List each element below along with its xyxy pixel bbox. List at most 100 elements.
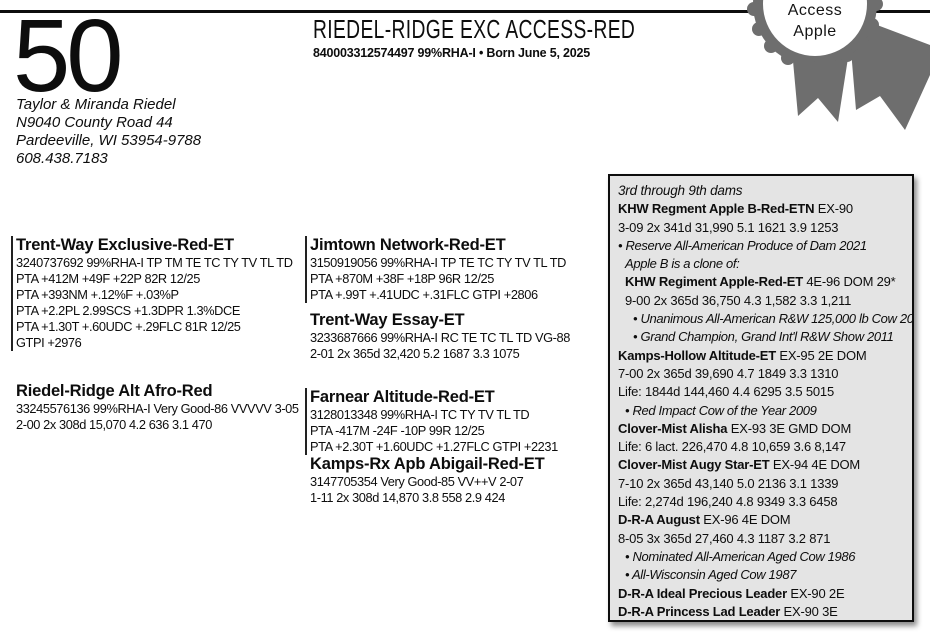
pedigree-data-line: 3147705354 Very Good-85 VV++V 2-07 xyxy=(310,474,524,489)
dam-detail-text: Life: 1844d 144,460 4.4 6295 3.5 5015 xyxy=(618,384,834,400)
pedigree-data-line: PTA +870M +38F +18P 96R 12/25 xyxy=(310,271,494,286)
consignor-name: Taylor & Miranda Riedel xyxy=(16,96,176,113)
dam-detail-text: 7-10 2x 365d 43,140 5.0 2136 3.1 1339 xyxy=(618,475,839,491)
bullet-marker: • xyxy=(625,548,633,564)
dam-detail-text: Grand Champion, Grand Int'l R&W Show 201… xyxy=(640,329,894,345)
dam-name: KHW Regiment Apple-Red-ET xyxy=(625,274,803,290)
pedigree-animal-name: Trent-Way Essay-ET xyxy=(310,311,465,329)
dam-detail-text: Red Impact Cow of the Year 2009 xyxy=(632,402,817,418)
pedigree-data-line: PTA -417M -24F -10P 99R 12/25 xyxy=(310,423,485,438)
dam-name: D-R-A Princess Lad Leader xyxy=(618,603,781,619)
dam-detail-text: Life: 6 lact. 226,470 4.8 10,659 3.6 8,1… xyxy=(618,439,846,455)
dam-detail-text: EX-90 3E xyxy=(780,603,838,619)
dam-history-line: Clover-Mist Alisha EX-93 3E GMD DOM xyxy=(618,420,908,438)
award-ribbon-icon: Access Apple xyxy=(747,0,930,130)
ribbon-text-line1: Access xyxy=(788,2,843,19)
dam-detail-text: Apple B is a clone of: xyxy=(625,256,740,272)
dam-detail-text: Unanimous All-American R&W 125,000 lb Co… xyxy=(640,311,914,327)
dam-history-line: • All-Wisconsin Aged Cow 1987 xyxy=(618,566,908,584)
dam-history-heading: 3rd through 9th dams xyxy=(618,183,743,198)
bullet-marker: • xyxy=(625,402,633,418)
pedigree-data-line: PTA +.99T +.41UDC +.31FLC GTPI +2806 xyxy=(310,287,538,302)
pedigree-data-line: 3233687666 99%RHA-I RC TE TC TL TD VG-88 xyxy=(310,330,570,345)
dam-detail-text: EX-94 4E DOM xyxy=(769,457,861,473)
dam-detail-text: 3-09 2x 341d 31,990 5.1 1621 3.9 1253 xyxy=(618,219,839,235)
dam-name: Kamps-Hollow Altitude-ET xyxy=(618,347,776,363)
bullet-marker: • xyxy=(633,311,641,327)
ribbon-text-line2: Apple xyxy=(793,23,836,40)
pedigree-data-line: PTA +393NM +.12%F +.03%P xyxy=(16,287,179,302)
title-block: RIEDEL-RIDGE EXC ACCESS-RED 840003312574… xyxy=(313,14,813,61)
dam-history-line: • Unanimous All-American R&W 125,000 lb … xyxy=(618,310,912,328)
dam-history-line: Kamps-Hollow Altitude-ET EX-95 2E DOM xyxy=(618,347,908,365)
dam-history-line: D-R-A Princess Lad Leader EX-90 3E xyxy=(618,603,908,620)
dam-detail-text: EX-95 2E DOM xyxy=(775,347,867,363)
dam-detail-text: EX-93 3E GMD DOM xyxy=(727,420,852,436)
dam-detail-text: All-Wisconsin Aged Cow 1987 xyxy=(631,567,797,583)
dam-detail-text: 9-00 2x 365d 36,750 4.3 1,582 3.3 1,211 xyxy=(625,292,852,308)
dam-name: D-R-A Ideal Precious Leader xyxy=(618,585,787,601)
rosette-center xyxy=(763,0,867,56)
dam-history-line: Life: 2,274d 196,240 4.8 9349 3.3 6458 xyxy=(618,493,908,511)
dam-name: Clover-Mist Alisha xyxy=(618,420,728,436)
dam-history-box: 3rd through 9th dams KHW Regment Apple B… xyxy=(608,174,914,622)
dam-history-line: KHW Regment Apple B-Red-ETN EX-90 xyxy=(618,200,908,218)
dam-history-line: 7-00 2x 365d 39,690 4.7 1849 3.3 1310 xyxy=(618,365,908,383)
consignor-address-line1: N9040 County Road 44 xyxy=(16,114,173,131)
top-rule xyxy=(0,10,930,13)
page-title: RIEDEL-RIDGE EXC ACCESS-RED xyxy=(313,14,636,44)
dam-history-line: 3-09 2x 341d 31,990 5.1 1621 3.9 1253 xyxy=(618,219,908,237)
dam-history-line: D-R-A Ideal Precious Leader EX-90 2E xyxy=(618,585,908,603)
pedigree-data-line: 2-00 2x 308d 15,070 4.2 636 3.1 470 xyxy=(16,417,212,432)
dam-detail-text: EX-96 4E DOM xyxy=(699,512,791,528)
dam-detail-text: Reserve All-American Produce of Dam 2021 xyxy=(625,237,867,253)
dam-detail-text: Life: 2,274d 196,240 4.8 9349 3.3 6458 xyxy=(618,494,838,510)
dam-history-line: Apple B is a clone of: xyxy=(618,255,908,273)
consignor-address-line2: Pardeeville, WI 53954-9788 xyxy=(16,132,202,149)
dam-history-line: 9-00 2x 365d 36,750 4.3 1,582 3.3 1,211 xyxy=(618,292,908,310)
dam-history-line: • Grand Champion, Grand Int'l R&W Show 2… xyxy=(618,328,908,346)
pedigree-data-line: 2-01 2x 365d 32,420 5.2 1687 3.3 1075 xyxy=(310,346,520,361)
dam-name: Clover-Mist Augy Star-ET xyxy=(618,457,770,473)
dam-history-line: KHW Regiment Apple-Red-ET 4E-96 DOM 29* xyxy=(618,273,908,291)
dam-history-line: • Red Impact Cow of the Year 2009 xyxy=(618,402,908,420)
pedigree-data-line: PTA +1.30T +.60UDC +.29FLC 81R 12/25 xyxy=(16,319,241,334)
pedigree-animal-name: Riedel-Ridge Alt Afro-Red xyxy=(16,382,213,400)
dam-history-line: D-R-A August EX-96 4E DOM xyxy=(618,511,908,529)
dam-detail-text: EX-90 xyxy=(814,201,853,217)
dam-detail-text: 4E-96 DOM 29* xyxy=(802,274,896,290)
pedigree-data-line: GTPI +2976 xyxy=(16,335,82,350)
dam-history-line: Life: 1844d 144,460 4.4 6295 3.5 5015 xyxy=(618,383,908,401)
dam-history-line: Life: 6 lact. 226,470 4.8 10,659 3.6 8,1… xyxy=(618,438,908,456)
pedigree-data-line: 3150919056 99%RHA-I TP TE TC TY TV TL TD xyxy=(310,255,566,270)
pedigree-animal-name: Trent-Way Exclusive-Red-ET xyxy=(16,236,234,254)
pedigree-animal-name: Jimtown Network-Red-ET xyxy=(310,236,506,254)
dam-history-line: 8-05 3x 365d 27,460 4.3 1187 3.2 871 xyxy=(618,530,908,548)
consignor-phone: 608.438.7183 xyxy=(16,150,108,167)
dam-history-line: Clover-Mist Augy Star-ET EX-94 4E DOM xyxy=(618,456,908,474)
pedigree-animal-name: Kamps-Rx Apb Abigail-Red-ET xyxy=(310,455,545,473)
pedigree-data-line: PTA +2.2PL 2.99SCS +1.3DPR 1.3%DCE xyxy=(16,303,240,318)
dam-history-line: 7-10 2x 365d 43,140 5.0 2136 3.1 1339 xyxy=(618,475,908,493)
pedigree-data-line: PTA +412M +49F +22P 82R 12/25 xyxy=(16,271,200,286)
lot-number: 50 xyxy=(13,0,124,113)
animal-details: 840003312574497 99%RHA-I • Born June 5, … xyxy=(313,46,590,60)
dam-name: KHW Regment Apple B-Red-ETN xyxy=(618,201,815,217)
dam-detail-text: Nominated All-American Aged Cow 1986 xyxy=(632,548,856,564)
dam-detail-text: 7-00 2x 365d 39,690 4.7 1849 3.3 1310 xyxy=(618,365,839,381)
pedigree-data-line: 3128013348 99%RHA-I TC TY TV TL TD xyxy=(310,407,530,422)
pedigree-data-line: PTA +2.30T +1.60UDC +1.27FLC GTPI +2231 xyxy=(310,439,558,454)
dam-name: D-R-A August xyxy=(618,512,700,528)
bullet-marker: • xyxy=(633,329,641,345)
consignor-block: Taylor & Miranda Riedel N9040 County Roa… xyxy=(16,96,201,168)
